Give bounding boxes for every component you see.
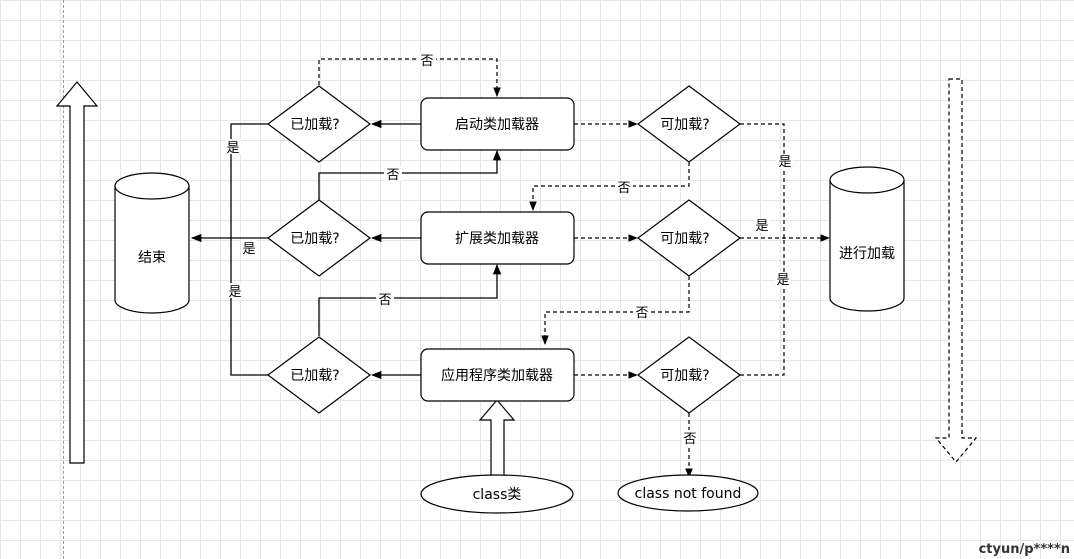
class-start-node: class类 [420,474,574,514]
loadable-label-top: 可加载? [660,117,709,133]
bootstrap-loader-label: 启动类加载器 [455,117,539,133]
edge-mid-no [318,149,502,200]
label-loadable-top-yes: 是 [778,155,791,170]
edge-top-yes [230,123,268,238]
up-flow-arrow [55,81,99,464]
label-mid-yes: 是 [242,242,255,257]
label-loadable-bottom-no: 否 [683,432,696,447]
label-top-yes: 是 [226,141,239,156]
page-guide-line [63,0,64,559]
extension-loader-label: 扩展类加载器 [455,231,539,247]
edge-loadable-top-no [529,162,690,211]
extension-loader-node: 扩展类加载器 [420,211,575,265]
bootstrap-loader-node: 启动类加载器 [420,97,575,151]
label-loadable-mid-yes: 是 [755,219,768,234]
app-loader-label: 应用程序类加载器 [441,367,553,384]
start-arrow [478,399,516,477]
label-bottom-yes: 是 [228,285,241,300]
loaded-label-top: 已加载? [290,117,339,133]
label-loadable-mid-no: 否 [635,306,648,321]
label-bottom-no: 否 [378,293,391,308]
loaded-label-bottom: 已加载? [290,368,339,384]
loadable-decision-mid: 可加载? [636,199,742,277]
class-start-label: class类 [473,487,522,503]
down-flow-arrow [934,78,978,463]
loadable-decision-top: 可加载? [636,85,742,163]
label-loadable-bottom-yes: 是 [776,273,789,288]
loaded-decision-bottom: 已加载? [266,336,372,414]
edge-bottom-yes [230,238,268,376]
edge-top-no [318,58,501,97]
label-top-no: 否 [420,54,433,69]
load-label: 进行加载 [839,246,895,262]
end-cylinder: 结束 [114,172,190,314]
edge-loadable-top-yes [740,123,785,238]
edge-bottom-no [318,263,502,336]
watermark: ctyun/p****n [978,542,1070,557]
label-loadable-top-no: 否 [617,181,630,196]
loaded-label-mid: 已加载? [290,231,339,247]
not-found-label: class not found [635,486,742,502]
loadable-label-mid: 可加载? [660,231,709,247]
loadable-label-bottom: 可加载? [660,368,709,384]
edge-loadable-mid-no [541,276,690,345]
label-mid-no: 否 [386,168,399,183]
end-label: 结束 [138,250,166,266]
edge-loadable-bottom-yes [740,238,785,376]
loaded-decision-mid: 已加载? [266,199,372,277]
not-found-node: class not found [617,474,759,512]
load-cylinder: 进行加载 [829,166,905,312]
app-loader-node: 应用程序类加载器 [420,348,575,402]
loadable-decision-bottom: 可加载? [636,336,742,414]
loaded-decision-top: 已加载? [266,85,372,163]
